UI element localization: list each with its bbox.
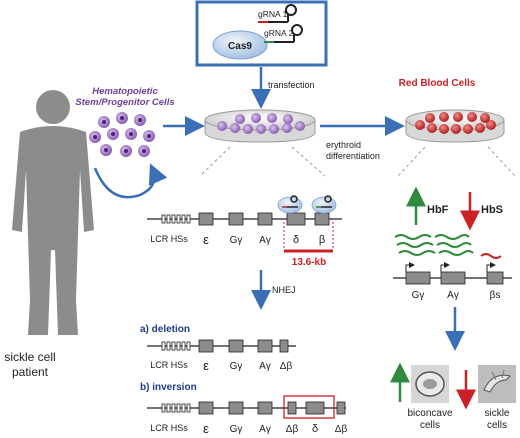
inversion-delta-label: δ	[312, 423, 318, 435]
cas9-protein	[212, 30, 268, 60]
inversion-epsilon-label: ε	[203, 421, 209, 436]
expression-beta-s-label: βs	[490, 290, 501, 301]
beta-s-mrna-transcript	[480, 253, 502, 259]
inversion-title: b) inversion	[140, 382, 197, 393]
sickle-label-line2: cells	[487, 420, 507, 431]
patient-label-line2: patient	[12, 365, 49, 379]
deletion-epsilon-label: ε	[203, 358, 209, 373]
cas9-complex-1	[277, 195, 303, 214]
hspc-title-line1: Hematopoietic	[92, 86, 158, 97]
g-gamma-label: Gγ	[230, 235, 243, 246]
expression-g-gamma-label: Gγ	[412, 290, 425, 301]
inversion-lcr-label: LCR HSs	[150, 423, 188, 433]
gamma-mrna-transcripts	[394, 234, 474, 256]
zoom-line-left-a	[199, 146, 231, 177]
cas9-label: Cas9	[228, 41, 252, 52]
deletion-title: a) deletion	[140, 324, 190, 335]
hspc-culture-dish	[204, 109, 316, 143]
lcr-label: LCR HSs	[150, 234, 188, 244]
grna1-icon	[258, 4, 297, 23]
inversion-delta-beta-left-label: Δβ	[286, 424, 299, 435]
expression-a-gamma-label: Aγ	[447, 290, 459, 301]
deletion-a-gamma-label: Aγ	[259, 361, 271, 372]
epsilon-label: ε	[203, 232, 209, 247]
rbc-title: Red Blood Cells	[399, 78, 476, 89]
inversion-a-gamma-label: Aγ	[259, 424, 271, 435]
globin-locus	[147, 212, 342, 226]
hbf-label: HbF	[427, 204, 449, 216]
hspc-title-line2: Stem/Progenitor Cells	[75, 97, 174, 108]
biconcave-label-line2: cells	[420, 420, 440, 431]
patient-label-line1: sickle cell	[4, 350, 55, 364]
delta-label: δ	[293, 234, 299, 246]
erythroid-label-line1: erythroid	[326, 140, 361, 150]
deletion-size-label: 13.6-kb	[292, 257, 326, 268]
transfection-box	[195, 0, 328, 67]
patient-silhouette	[12, 90, 94, 335]
deletion-allele	[147, 339, 296, 353]
nhej-label: NHEJ	[272, 285, 296, 295]
deletion-delta-beta-label: Δβ	[280, 361, 293, 372]
rbc-culture-dish	[405, 109, 505, 143]
sickle-label-line1: sickle	[484, 408, 509, 419]
sickle-cell-image	[478, 365, 516, 403]
biconcave-label-line1: biconcave	[407, 408, 452, 419]
inversion-allele	[147, 395, 346, 419]
self-renewal-arrow	[93, 163, 168, 199]
erythroid-label-line2: differentiation	[326, 151, 380, 161]
zoom-line-left-b	[291, 146, 326, 177]
deletion-lcr-label: LCR HSs	[150, 360, 188, 370]
a-gamma-label: Aγ	[259, 235, 271, 246]
cas9-complex-2	[311, 195, 337, 214]
zoom-line-right-a	[397, 146, 426, 177]
expression-locus	[393, 262, 512, 285]
grna2-icon	[264, 24, 303, 43]
hspc-cells	[89, 112, 155, 157]
hbs-label: HbS	[481, 204, 503, 216]
zoom-line-right-b	[487, 146, 516, 177]
inversion-delta-beta-right-label: Δβ	[335, 424, 348, 435]
inversion-g-gamma-label: Gγ	[230, 424, 243, 435]
grna1-label: gRNA 1	[258, 9, 288, 19]
grna2-label: gRNA 2	[264, 28, 294, 38]
biconcave-cell-image	[411, 365, 449, 403]
transfection-label: transfection	[268, 80, 315, 90]
beta-label: β	[319, 234, 325, 246]
deletion-g-gamma-label: Gγ	[230, 361, 243, 372]
